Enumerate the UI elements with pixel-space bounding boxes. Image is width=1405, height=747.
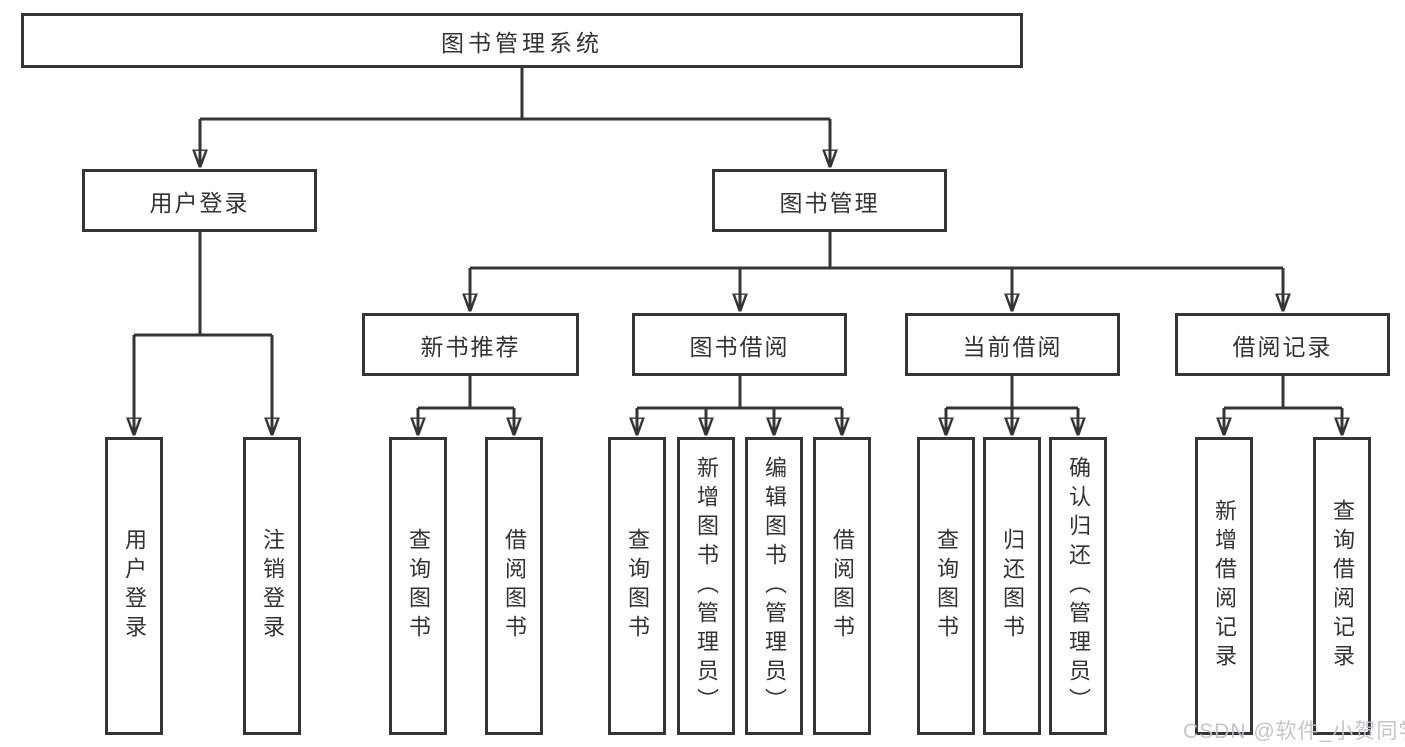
leaf-return-books: 归还图书 [983, 437, 1041, 735]
node-label: 图书借阅 [689, 333, 790, 360]
node-book-borrowing: 图书借阅 [632, 313, 847, 376]
leaf-add-borrow-record: 新增借阅记录 [1195, 437, 1253, 735]
node-label: 编辑图书（管理员） [762, 455, 787, 717]
leaf-query-books-recommend: 查询图书 [389, 437, 447, 735]
node-label: 新书推荐 [420, 333, 521, 360]
connector-current-borrowing-trunk [946, 374, 1078, 410]
connector-book-management-trunk [470, 232, 1283, 270]
node-label: 图书管理 [779, 189, 880, 216]
leaf-borrow-books-recommend: 借阅图书 [485, 437, 543, 735]
node-user-login: 用户登录 [82, 169, 317, 232]
node-label: 用户登录 [149, 189, 250, 216]
leaf-edit-books-admin: 编辑图书（管理员） [745, 437, 803, 735]
node-label: 查询图书 [625, 528, 650, 644]
node-label: 借阅图书 [502, 528, 527, 644]
node-label: 查询借阅记录 [1330, 499, 1355, 673]
leaf-borrow-books: 借阅图书 [813, 437, 871, 735]
node-label: 新增借阅记录 [1212, 499, 1237, 673]
leaf-confirm-return-admin: 确认归还（管理员） [1049, 437, 1107, 735]
node-label: 图书管理系统 [441, 29, 603, 56]
leaf-query-books-borrowing: 查询图书 [608, 437, 666, 735]
connector-borrowing-records-trunk [1224, 374, 1342, 410]
node-library-system: 图书管理系统 [21, 13, 1023, 68]
node-label: 新增图书（管理员） [694, 455, 719, 717]
node-borrowing-records: 借阅记录 [1175, 313, 1390, 376]
node-label: 当前借阅 [962, 333, 1063, 360]
leaf-logout: 注销登录 [243, 437, 301, 735]
node-new-book-recommend: 新书推荐 [362, 313, 579, 376]
connector-root-trunk [200, 67, 830, 121]
node-label: 注销登录 [260, 528, 285, 644]
node-label: 归还图书 [1000, 528, 1025, 644]
leaf-user-login: 用户登录 [105, 437, 163, 735]
node-label: 借阅图书 [830, 528, 855, 644]
csdn-watermark: CSDN @软件_小贺同学 [1183, 720, 1405, 743]
leaf-query-books-current: 查询图书 [917, 437, 975, 735]
node-label: 借阅记录 [1232, 333, 1333, 360]
leaf-add-books-admin: 新增图书（管理员） [677, 437, 735, 735]
node-label: 查询图书 [934, 528, 959, 644]
node-book-management: 图书管理 [712, 169, 947, 232]
connector-user-login-trunk [134, 231, 272, 337]
connector-book-borrowing-trunk [637, 374, 842, 410]
leaf-query-borrow-record: 查询借阅记录 [1313, 437, 1371, 735]
node-label: 确认归还（管理员） [1066, 455, 1091, 717]
node-label: 用户登录 [122, 528, 147, 644]
node-label: 查询图书 [406, 528, 431, 644]
node-current-borrowing: 当前借阅 [905, 313, 1120, 376]
connector-new-book-trunk [418, 374, 514, 410]
